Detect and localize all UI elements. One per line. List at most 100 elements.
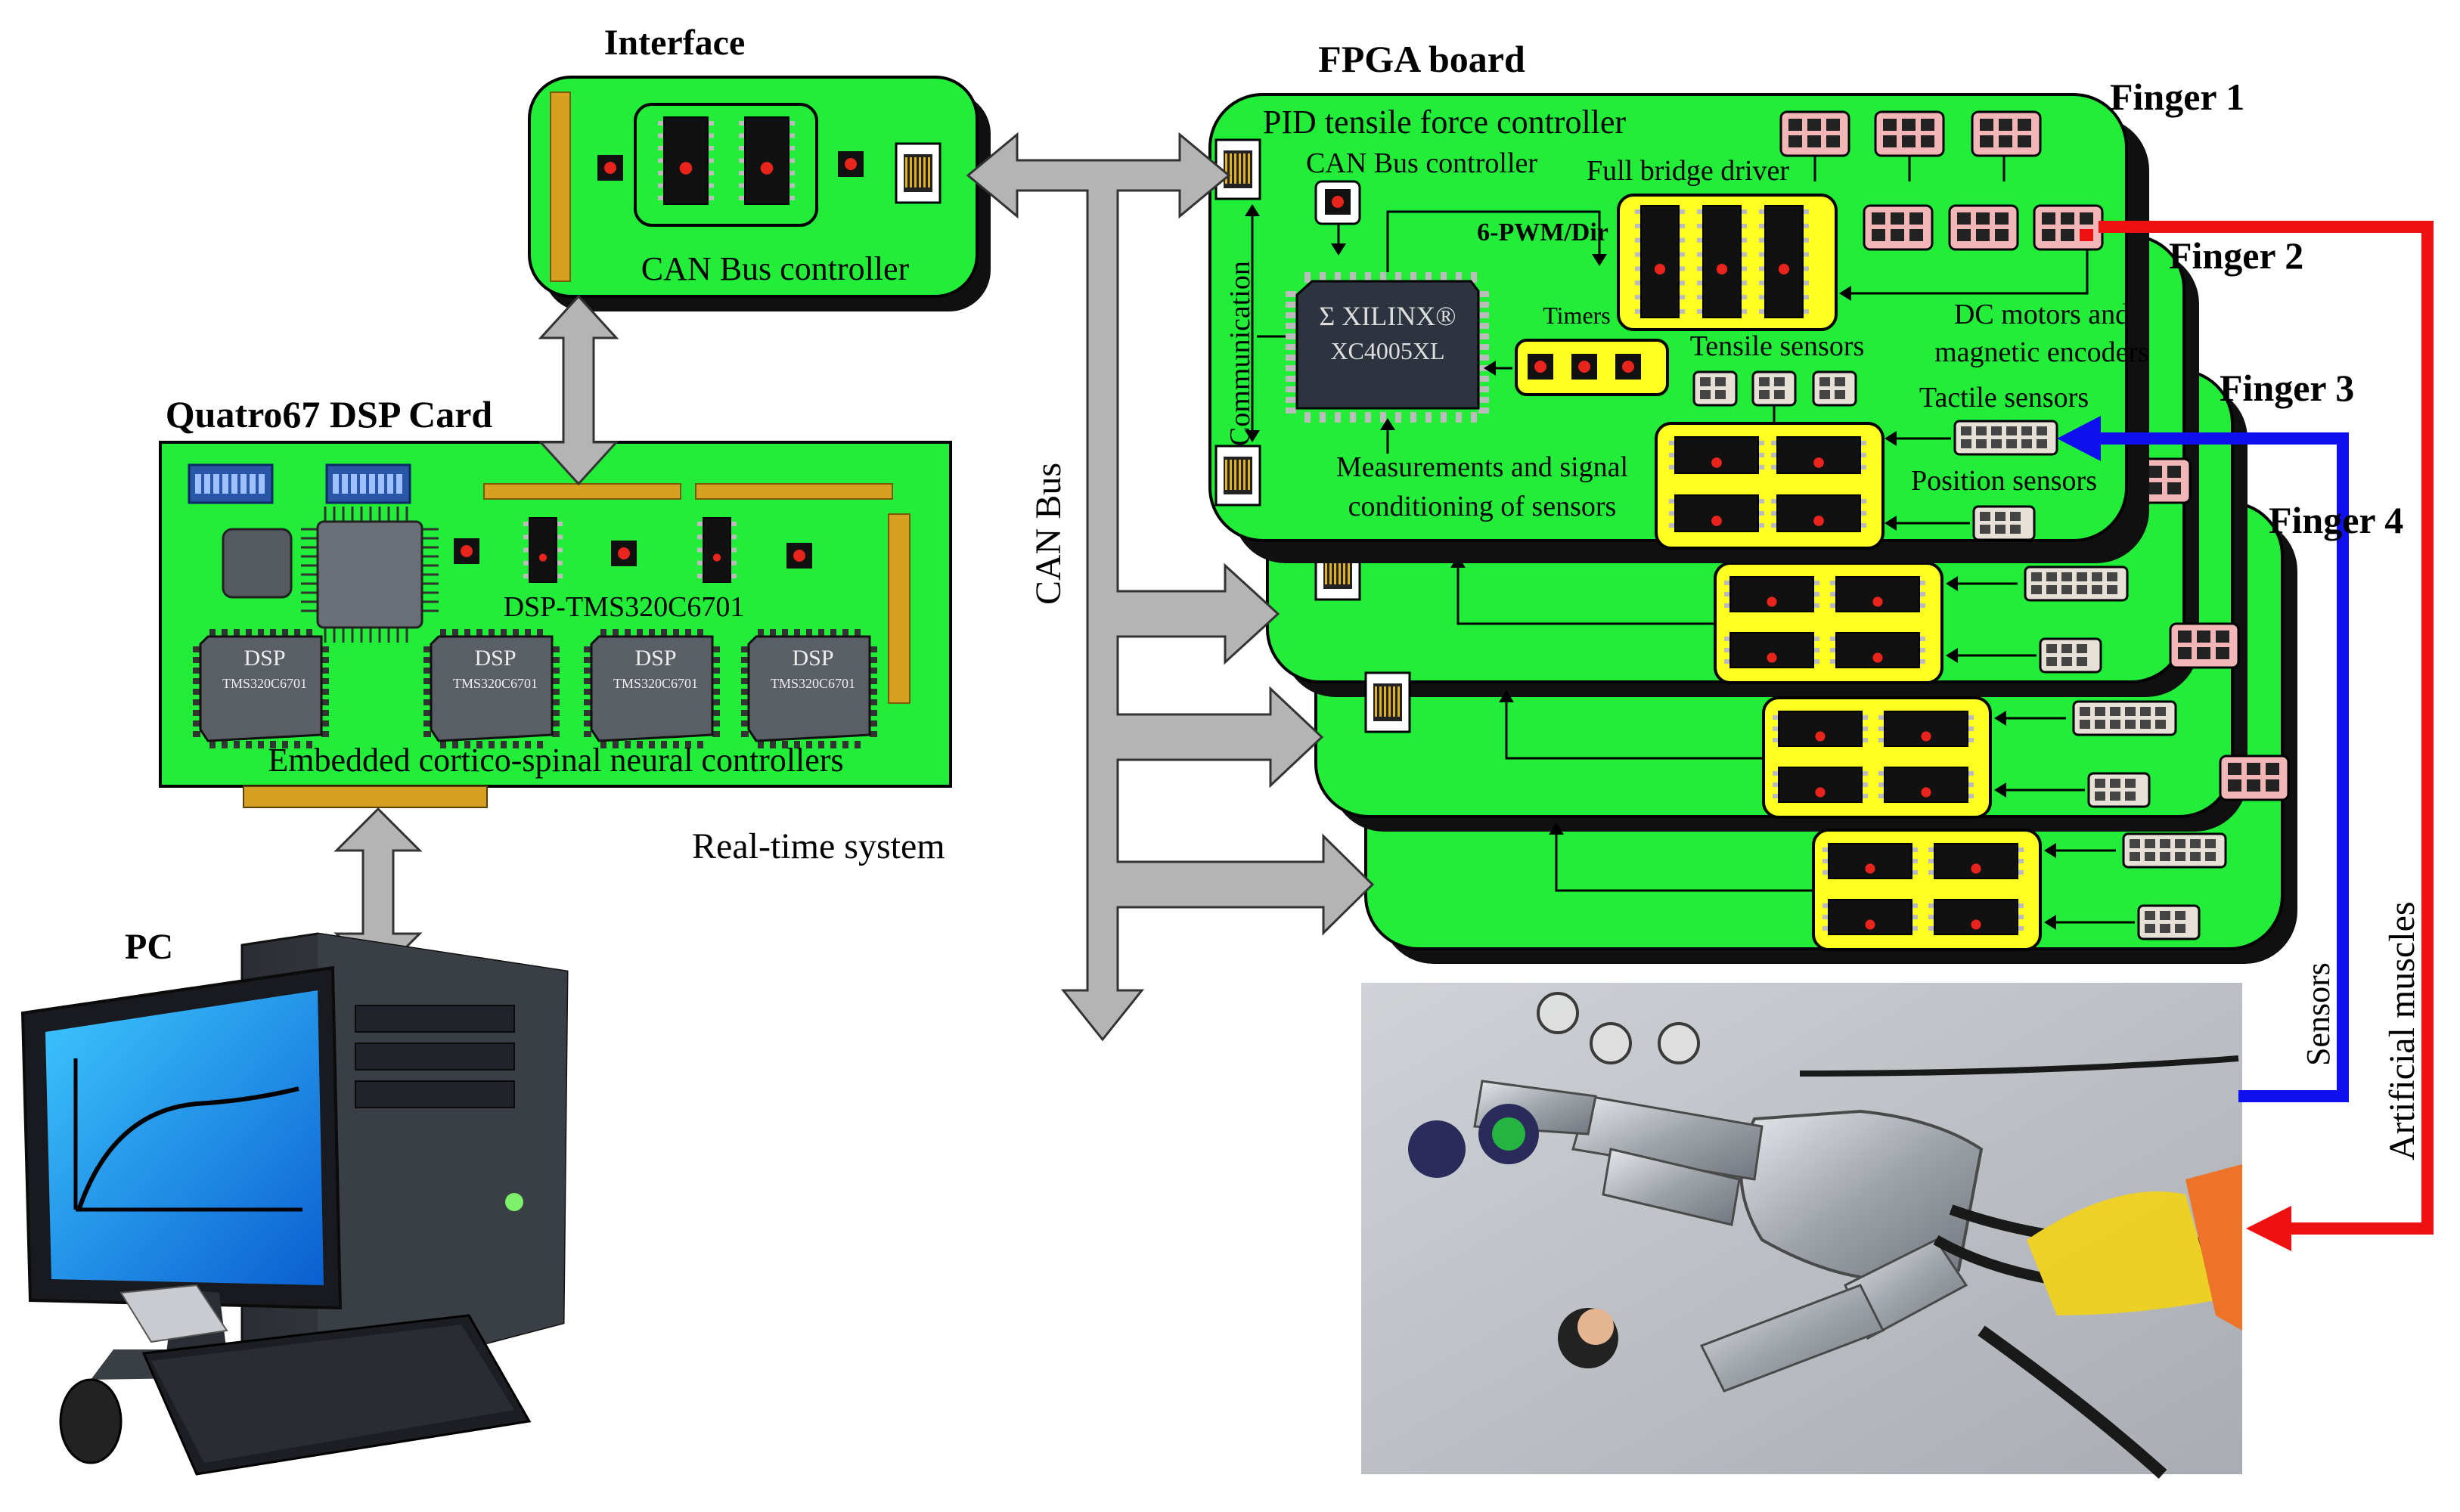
interface-board-contents: CAN Bus controller [597, 116, 942, 287]
lower-board-contents [1266, 404, 2290, 951]
bus-arrows [333, 132, 1375, 1042]
ic-chip [1724, 632, 1819, 668]
ic-chip [1697, 205, 1747, 318]
ic-chip [1635, 205, 1685, 318]
xilinx-part: XC4005XL [1330, 337, 1444, 364]
dsp-chip-brand: DSP [792, 646, 833, 671]
ic-chip [697, 517, 737, 583]
xilinx-fpga-chip: Σ XILINX®XC4005XL [1286, 272, 1489, 423]
fpga-can-label: CAN Bus controller [1306, 147, 1537, 179]
dsp-card-title: Quatro67 DSP Card [166, 393, 493, 435]
ic-chip [1928, 899, 2024, 935]
pid-label: PID tensile force controller [1263, 104, 1627, 141]
small-chip-icon [1571, 354, 1597, 380]
ic-chip [1771, 436, 1866, 474]
finger-2-label: Finger 2 [2169, 234, 2303, 277]
ic-chip [523, 517, 563, 583]
dsp-chip-label: DSP-TMS320C6701 [504, 591, 745, 623]
ic-chip [1823, 899, 1918, 935]
motor-encoder-icon [2169, 622, 2240, 669]
small-chip-icon [454, 538, 479, 564]
ic-chip [1771, 494, 1866, 532]
communication-label: Communication [1224, 261, 1256, 446]
pwm-label: 6-PWM/Dir [1477, 218, 1608, 246]
motor-encoder-icon [2033, 204, 2104, 251]
ic-chip [658, 116, 714, 205]
ic-chip [1823, 843, 1918, 879]
sensor-connector-icon [1751, 370, 1797, 407]
motor-encoder-icon [1971, 110, 2042, 157]
measurements-label-2: conditioning of sensors [1348, 491, 1617, 522]
main-cpu-chip [301, 507, 439, 643]
dc-motors-label-2: magnetic encoders [1934, 336, 2149, 368]
sensor-connector-icon [2137, 904, 2201, 940]
finger-3-label: Finger 3 [2220, 367, 2354, 409]
small-chip-icon [1615, 354, 1641, 380]
tensile-label: Tensile sensors [1690, 330, 1865, 362]
dsp-processor-chip: DSP TMS320C6701 [741, 629, 877, 748]
sensor-connector-icon [2039, 637, 2102, 674]
ic-chip [1669, 494, 1764, 532]
interface-title: Interface [604, 23, 746, 63]
dsp-processor-chip: DSP TMS320C6701 [584, 629, 720, 748]
small-chip-icon [1528, 354, 1553, 380]
ic-chip [1830, 576, 1925, 612]
sensor-connector-icon [1953, 420, 2058, 456]
ic-chip [1724, 576, 1819, 612]
motor-encoder-icon [2219, 754, 2290, 801]
sensor-connector-icon [2122, 832, 2227, 869]
dsp-chip-model: TMS320C6701 [453, 676, 538, 691]
interface-dsp-arrow [538, 294, 619, 486]
robotic-hand-photo [1361, 983, 2242, 1479]
sensor-connector-icon [2072, 700, 2177, 736]
ic-chip [1773, 767, 1868, 803]
fpga-board-title: FPGA board [1318, 38, 1525, 80]
measurements-label-1: Measurements and signal [1336, 451, 1628, 483]
tactile-label: Tactile sensors [1919, 382, 2089, 414]
dsp-chip-model: TMS320C6701 [613, 676, 698, 691]
dsp-processor-chip: DSP TMS320C6701 [423, 629, 560, 748]
small-chip-icon [1325, 189, 1351, 215]
small-chip-icon [611, 541, 637, 566]
rj45-connector-icon [1214, 445, 1261, 507]
motor-encoder-icon [1863, 204, 1934, 251]
sensor-connector-icon [2024, 565, 2129, 602]
full-bridge-label: Full bridge driver [1587, 155, 1789, 187]
dsp-chip-model: TMS320C6701 [771, 676, 855, 691]
small-chip-icon [786, 543, 812, 569]
interface-can-label: CAN Bus controller [641, 250, 910, 287]
dc-motors-label-1: DC motors and [1954, 299, 2130, 330]
rj45-connector-icon [895, 142, 942, 204]
pc-label: PC [125, 927, 173, 967]
artificial-muscles-label: Artificial muscles [2382, 901, 2422, 1160]
embedded-controllers-label: Embedded cortico-spinal neural controlle… [268, 742, 843, 779]
sensor-connector-icon [1692, 370, 1738, 407]
ic-chip [1759, 205, 1809, 318]
ic-chip [1830, 632, 1925, 668]
motor-encoder-icon [1874, 110, 1945, 157]
ic-chip [1878, 767, 1974, 803]
motor-encoder-icon [1779, 110, 1850, 157]
rj45-connector-icon [1364, 671, 1411, 733]
sensor-connector-icon [2087, 772, 2151, 808]
motor-encoder-icon [1948, 204, 2019, 251]
pc-illustration [20, 932, 569, 1476]
dsp-chip-brand: DSP [634, 646, 676, 671]
ic-chip [1773, 711, 1868, 747]
can-bus-arrow [966, 132, 1375, 1042]
finger-4-label: Finger 4 [2269, 499, 2403, 541]
can-bus-label: CAN Bus [1028, 463, 1069, 605]
sensor-connector-icon [1972, 505, 2036, 541]
small-chip-icon [597, 155, 623, 181]
timers-label: Timers [1543, 302, 1611, 329]
finger-1-label: Finger 1 [2110, 76, 2244, 118]
ic-chip [1928, 843, 2024, 879]
ic-chip [1669, 436, 1764, 474]
ic-chip [1878, 711, 1974, 747]
position-label: Position sensors [1911, 465, 2097, 497]
dsp-chip-brand: DSP [474, 646, 516, 671]
